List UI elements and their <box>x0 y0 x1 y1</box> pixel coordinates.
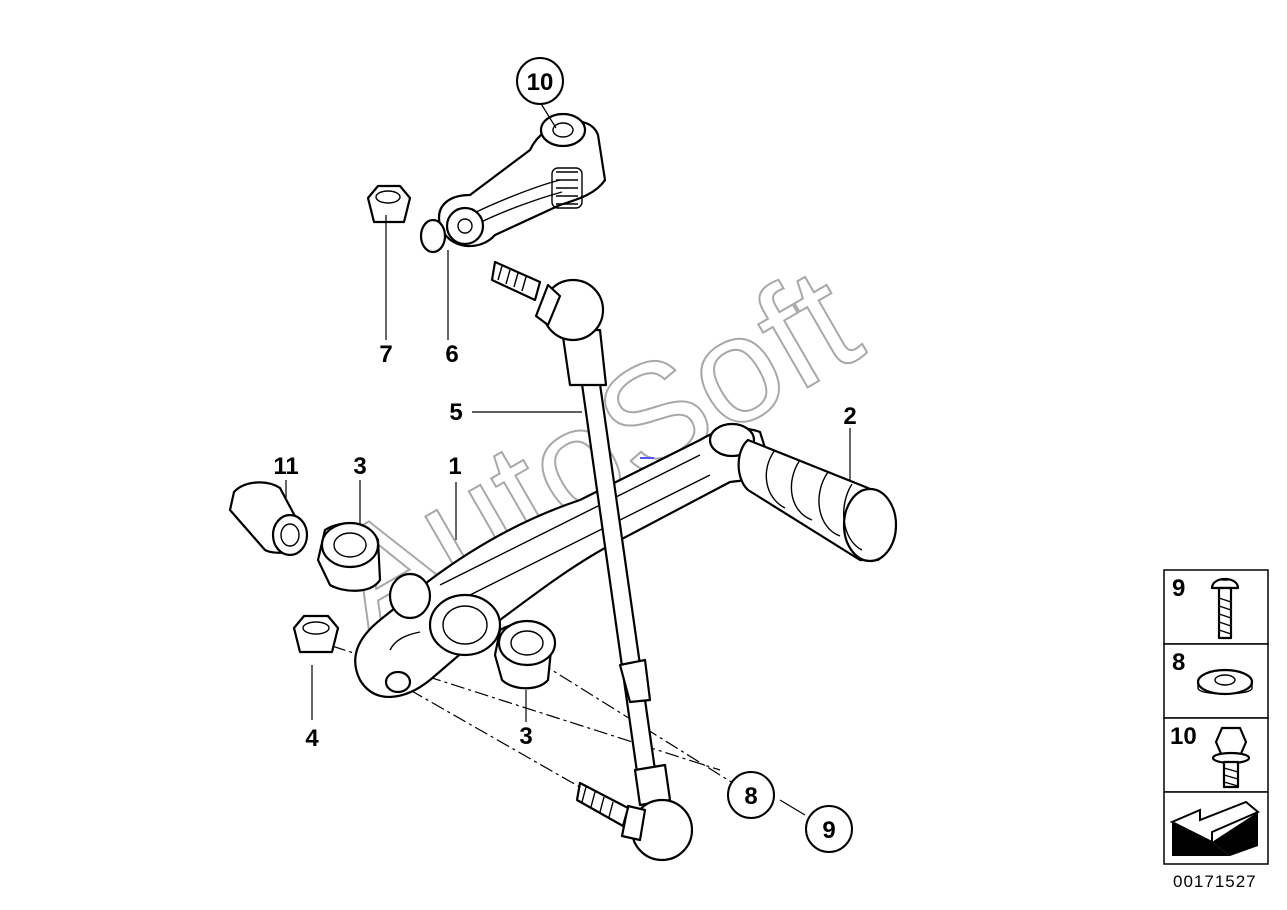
legend-number-8: 8 <box>1172 649 1185 676</box>
callout-4: 4 <box>305 725 319 752</box>
direction-arrow-icon <box>1169 800 1260 856</box>
legend-panel: 9 8 10 <box>1163 569 1269 865</box>
upper-nut <box>366 184 412 224</box>
callout-5: 5 <box>449 399 462 426</box>
callout-3-upper: 3 <box>353 453 366 480</box>
shift-rod <box>490 260 694 862</box>
flange-bolt-icon <box>1211 726 1251 789</box>
footrest-peg <box>737 438 898 563</box>
lower-nut <box>292 614 340 654</box>
callout-8: 8 <box>727 771 775 819</box>
callout-1: 1 <box>448 453 461 480</box>
callout-6: 6 <box>445 341 458 368</box>
legend-number-10: 10 <box>1170 723 1197 750</box>
bushing-upper <box>316 521 382 592</box>
legend-number-9: 9 <box>1172 575 1185 602</box>
callout-9: 9 <box>805 805 853 853</box>
bushing-lower <box>493 619 557 690</box>
screw-icon <box>1210 577 1240 640</box>
sleeve <box>228 481 309 557</box>
callout-7: 7 <box>379 341 392 368</box>
washer-icon <box>1196 668 1254 696</box>
svg-text:9: 9 <box>822 817 835 844</box>
callout-2: 2 <box>843 403 856 430</box>
callout-3-lower: 3 <box>519 723 532 750</box>
callout-11: 11 <box>273 453 298 480</box>
shift-arm <box>419 112 607 254</box>
leader-lines <box>285 101 851 816</box>
callout-10: 10 <box>516 57 564 105</box>
svg-text:10: 10 <box>527 69 554 96</box>
svg-text:8: 8 <box>744 783 757 810</box>
diagram-code: 00171527 <box>1173 872 1257 891</box>
